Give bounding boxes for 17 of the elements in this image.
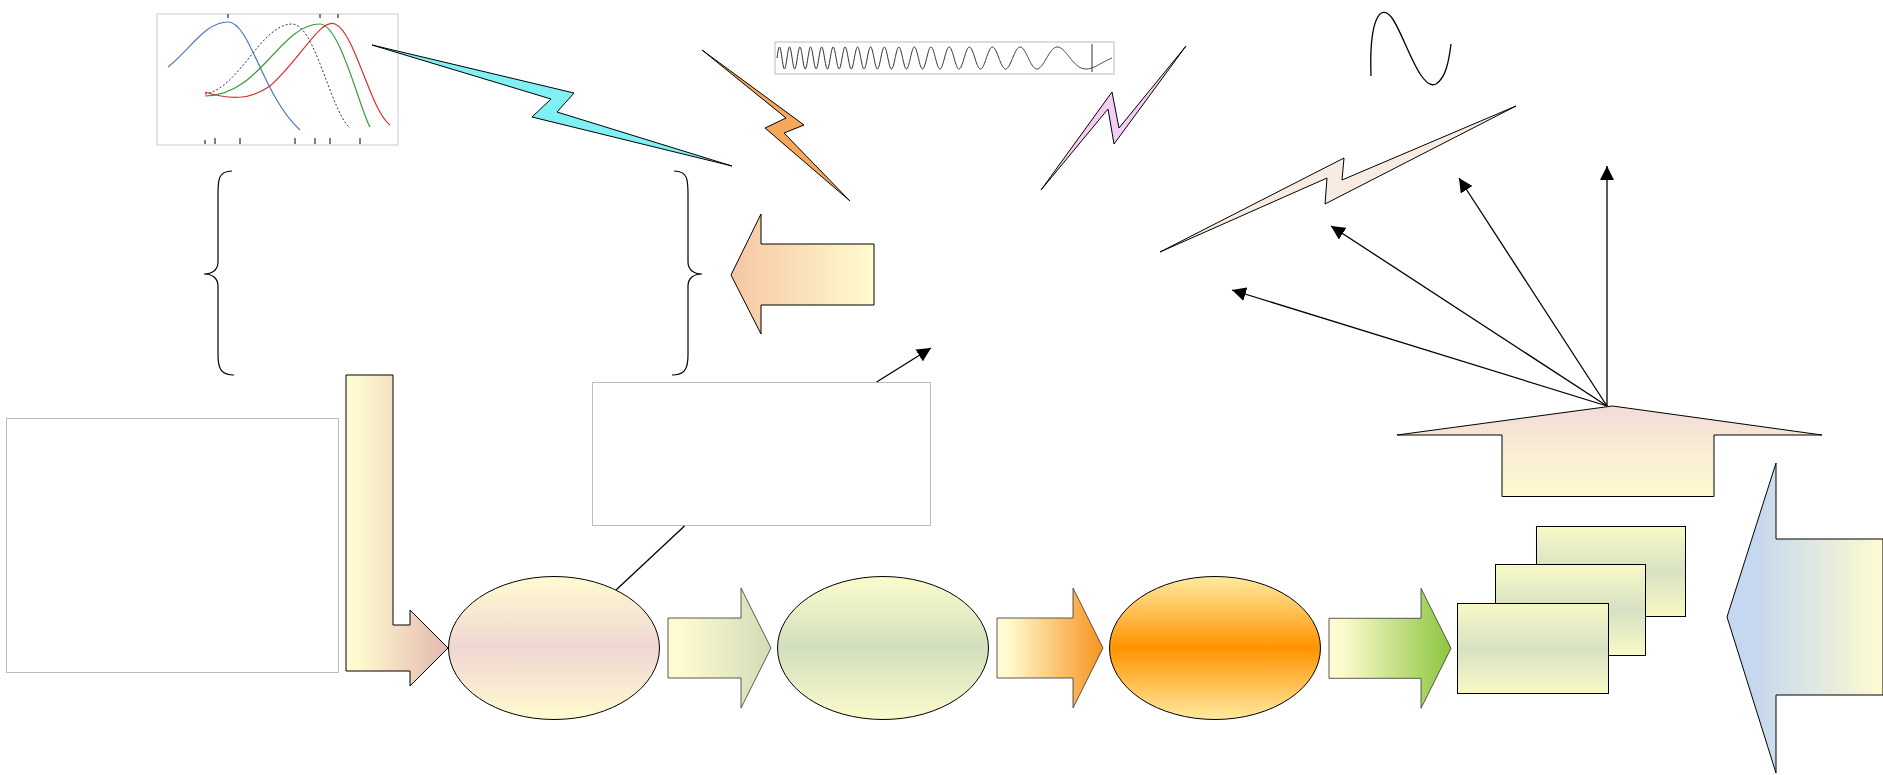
block-arrow bbox=[667, 587, 772, 709]
stacked-card bbox=[1457, 603, 1609, 694]
leader-line bbox=[615, 525, 686, 591]
process-ellipse bbox=[448, 576, 660, 720]
arrow bbox=[1231, 287, 1608, 407]
block-arrow bbox=[345, 374, 449, 687]
block-arrow bbox=[1328, 587, 1452, 709]
up-arrow-shape bbox=[1397, 406, 1822, 497]
arrow bbox=[875, 347, 932, 383]
block-arrow bbox=[996, 587, 1104, 709]
arrow bbox=[1330, 225, 1608, 407]
arrow bbox=[1600, 165, 1614, 407]
process-ellipse bbox=[777, 576, 989, 720]
text-box bbox=[592, 382, 931, 526]
process-ellipse bbox=[1109, 576, 1321, 720]
arrow bbox=[1458, 177, 1608, 407]
text-box bbox=[6, 418, 339, 673]
